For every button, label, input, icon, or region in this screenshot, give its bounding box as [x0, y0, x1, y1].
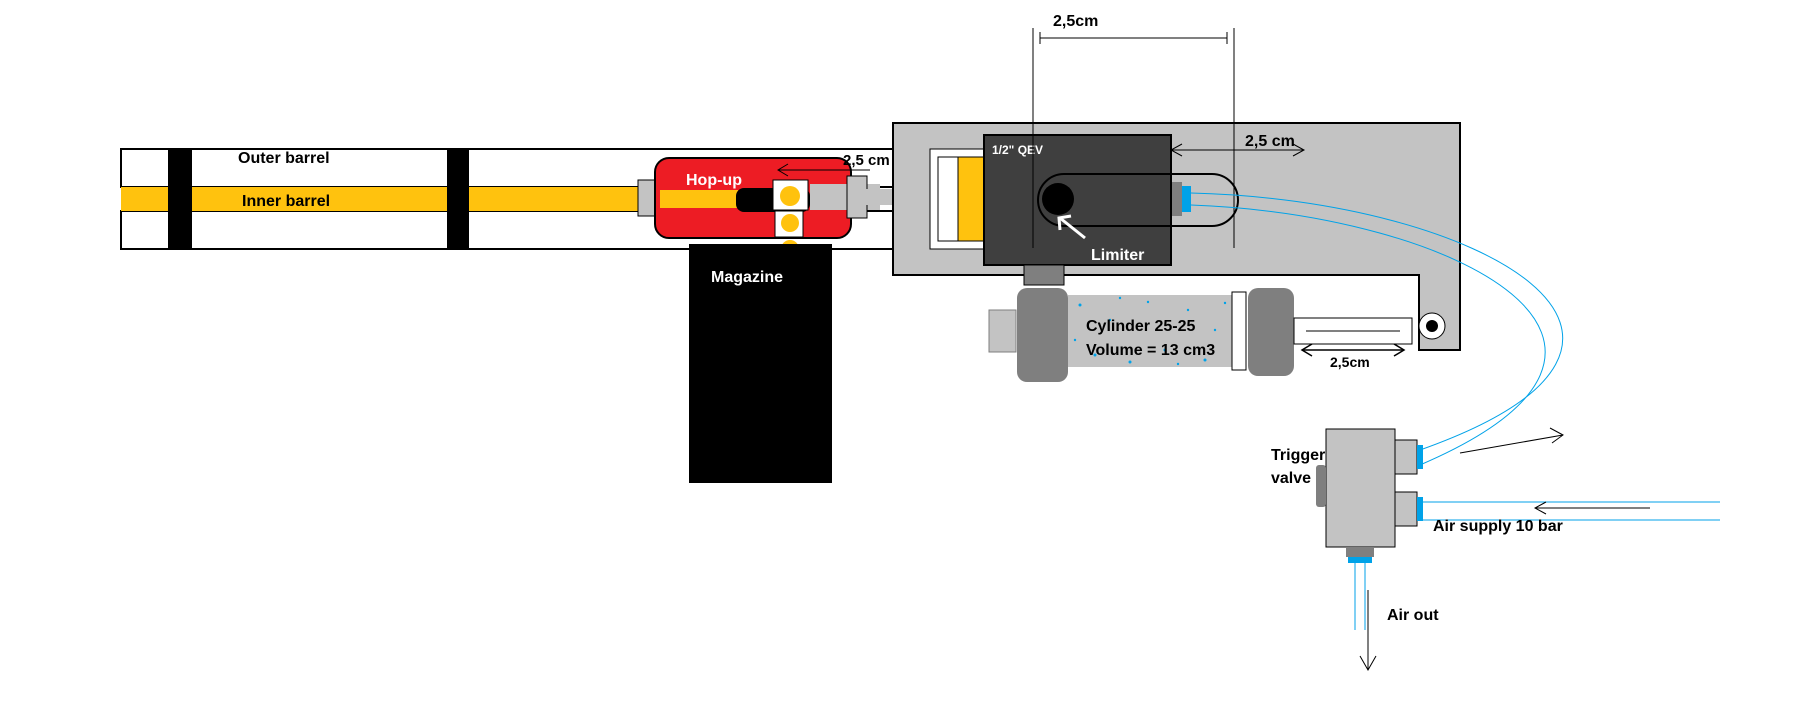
cylinder-label-1: Cylinder 25-25 [1086, 318, 1195, 335]
qev-right-dimension [1169, 143, 1306, 157]
qev-fitting [1172, 182, 1182, 216]
trigger-valve-label-2: valve [1271, 470, 1311, 487]
top-dimension [1032, 28, 1235, 248]
barrel-clamp-2 [447, 148, 469, 250]
barrel-clamp-1 [168, 148, 192, 250]
trigger-port-mid [1394, 491, 1418, 527]
trigger-port-bottom-blue [1348, 557, 1372, 563]
inner-barrel-label: Inner barrel [242, 193, 330, 210]
trigger-port-top [1394, 439, 1418, 475]
air-out-label: Air out [1387, 607, 1439, 624]
qev-channel [1037, 173, 1239, 227]
hopup-dimension [777, 163, 870, 177]
qev-fitting-blue [1182, 186, 1191, 212]
qev-right-dimension-label: 2,5 cm [1245, 133, 1295, 150]
qev-bottom-fitting [1023, 264, 1065, 286]
cylinder-stroke-label: 2,5cm [1330, 354, 1370, 370]
trigger-port-top-blue [1417, 445, 1423, 469]
cylinder-stroke-dimension [1300, 343, 1406, 357]
air-out-tube [1354, 563, 1366, 630]
qev-label: 1/2" QEV [992, 143, 1043, 157]
bolt [957, 156, 985, 242]
air-supply-tube [1420, 501, 1720, 521]
trigger-port-bottom [1346, 547, 1374, 557]
outer-barrel-label: Outer barrel [238, 150, 330, 167]
cylinder-label-2: Volume = 13 cm3 [1086, 342, 1215, 359]
cylinder [988, 288, 1413, 382]
tube-arrow [1459, 427, 1564, 454]
limiter-label: Limiter [1091, 247, 1144, 264]
limiter-pointer [1057, 214, 1086, 240]
trigger-valve-body [1325, 428, 1396, 548]
qev-block [983, 134, 1172, 266]
inner-barrel [121, 187, 666, 211]
hopup-dimension-label: 2,5 cm [843, 152, 890, 169]
air-supply-arrow [1533, 501, 1650, 515]
air-tube-qev-to-trigger [1190, 192, 1564, 466]
trigger-valve-label-1: Trigger [1271, 447, 1325, 464]
magazine-label: Magazine [711, 269, 783, 286]
magazine [689, 244, 832, 483]
top-dimension-label: 2,5cm [1053, 13, 1098, 30]
pivot-pin [1426, 320, 1438, 332]
limiter-ball [1042, 183, 1074, 215]
hop-up-label: Hop-up [686, 172, 742, 189]
bolt-spacer [937, 156, 959, 242]
air-out-arrow [1359, 590, 1377, 672]
air-supply-label: Air supply 10 bar [1433, 518, 1563, 535]
trigger-port-mid-blue [1417, 497, 1423, 521]
trigger-button [1316, 465, 1326, 507]
